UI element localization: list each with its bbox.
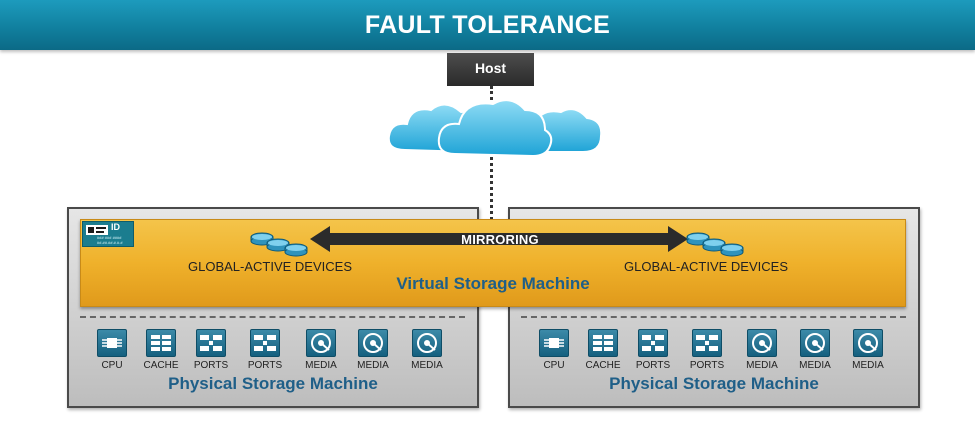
mirroring-label: MIRRORING <box>461 232 539 247</box>
ports-icon <box>638 329 668 357</box>
component-label: MEDIA <box>411 360 443 371</box>
global-active-devices-icon <box>250 232 308 257</box>
component-label: MEDIA <box>357 360 389 371</box>
disk-icon <box>358 329 388 357</box>
component-label: MEDIA <box>305 360 337 371</box>
disk-icon <box>853 329 883 357</box>
component-label: CACHE <box>585 360 621 371</box>
component-label: MEDIA <box>799 360 831 371</box>
id-badge-label: ID <box>111 222 120 232</box>
component-label: PORTS <box>635 360 671 371</box>
ports-icon <box>250 329 280 357</box>
cache-icon <box>146 329 176 357</box>
title-banner <box>0 0 975 50</box>
global-active-devices-icon <box>686 232 744 257</box>
ports-icon <box>692 329 722 357</box>
cloud-icon <box>387 99 603 158</box>
component-label: PORTS <box>247 360 283 371</box>
cpu-icon <box>97 329 127 357</box>
left-global-active-devices-label: GLOBAL-ACTIVE DEVICES <box>188 259 352 274</box>
ports-icon <box>196 329 226 357</box>
component-label: CPU <box>101 360 123 371</box>
component-label: CACHE <box>143 360 179 371</box>
id-card-icon <box>86 225 108 235</box>
host-box: Host <box>447 53 534 86</box>
component-label: CPU <box>543 360 565 371</box>
component-label: MEDIA <box>746 360 778 371</box>
cpu-icon <box>539 329 569 357</box>
right-physical-storage-machine-label: Physical Storage Machine <box>609 374 819 393</box>
component-label: PORTS <box>193 360 229 371</box>
id-badge-line: ### ### #### <box>97 235 122 240</box>
id-badge: ID ### ### #### ##.##.##.#.#.# <box>82 221 134 247</box>
right-global-active-devices-label: GLOBAL-ACTIVE DEVICES <box>624 259 788 274</box>
disk-icon <box>800 329 830 357</box>
component-label: MEDIA <box>852 360 884 371</box>
host-label: Host <box>474 60 507 76</box>
disk-icon <box>747 329 777 357</box>
virtual-storage-machine-label: Virtual Storage Machine <box>396 274 590 293</box>
cache-icon <box>588 329 618 357</box>
component-label: PORTS <box>689 360 725 371</box>
left-physical-storage-machine-label: Physical Storage Machine <box>168 374 378 393</box>
right-divider <box>521 316 906 318</box>
id-badge-line: ##.##.##.#.#.# <box>97 240 123 245</box>
mirroring-arrow <box>310 226 688 252</box>
disk-icon <box>412 329 442 357</box>
page-title: FAULT TOLERANCE <box>364 11 611 39</box>
left-divider <box>80 316 465 318</box>
disk-icon <box>306 329 336 357</box>
